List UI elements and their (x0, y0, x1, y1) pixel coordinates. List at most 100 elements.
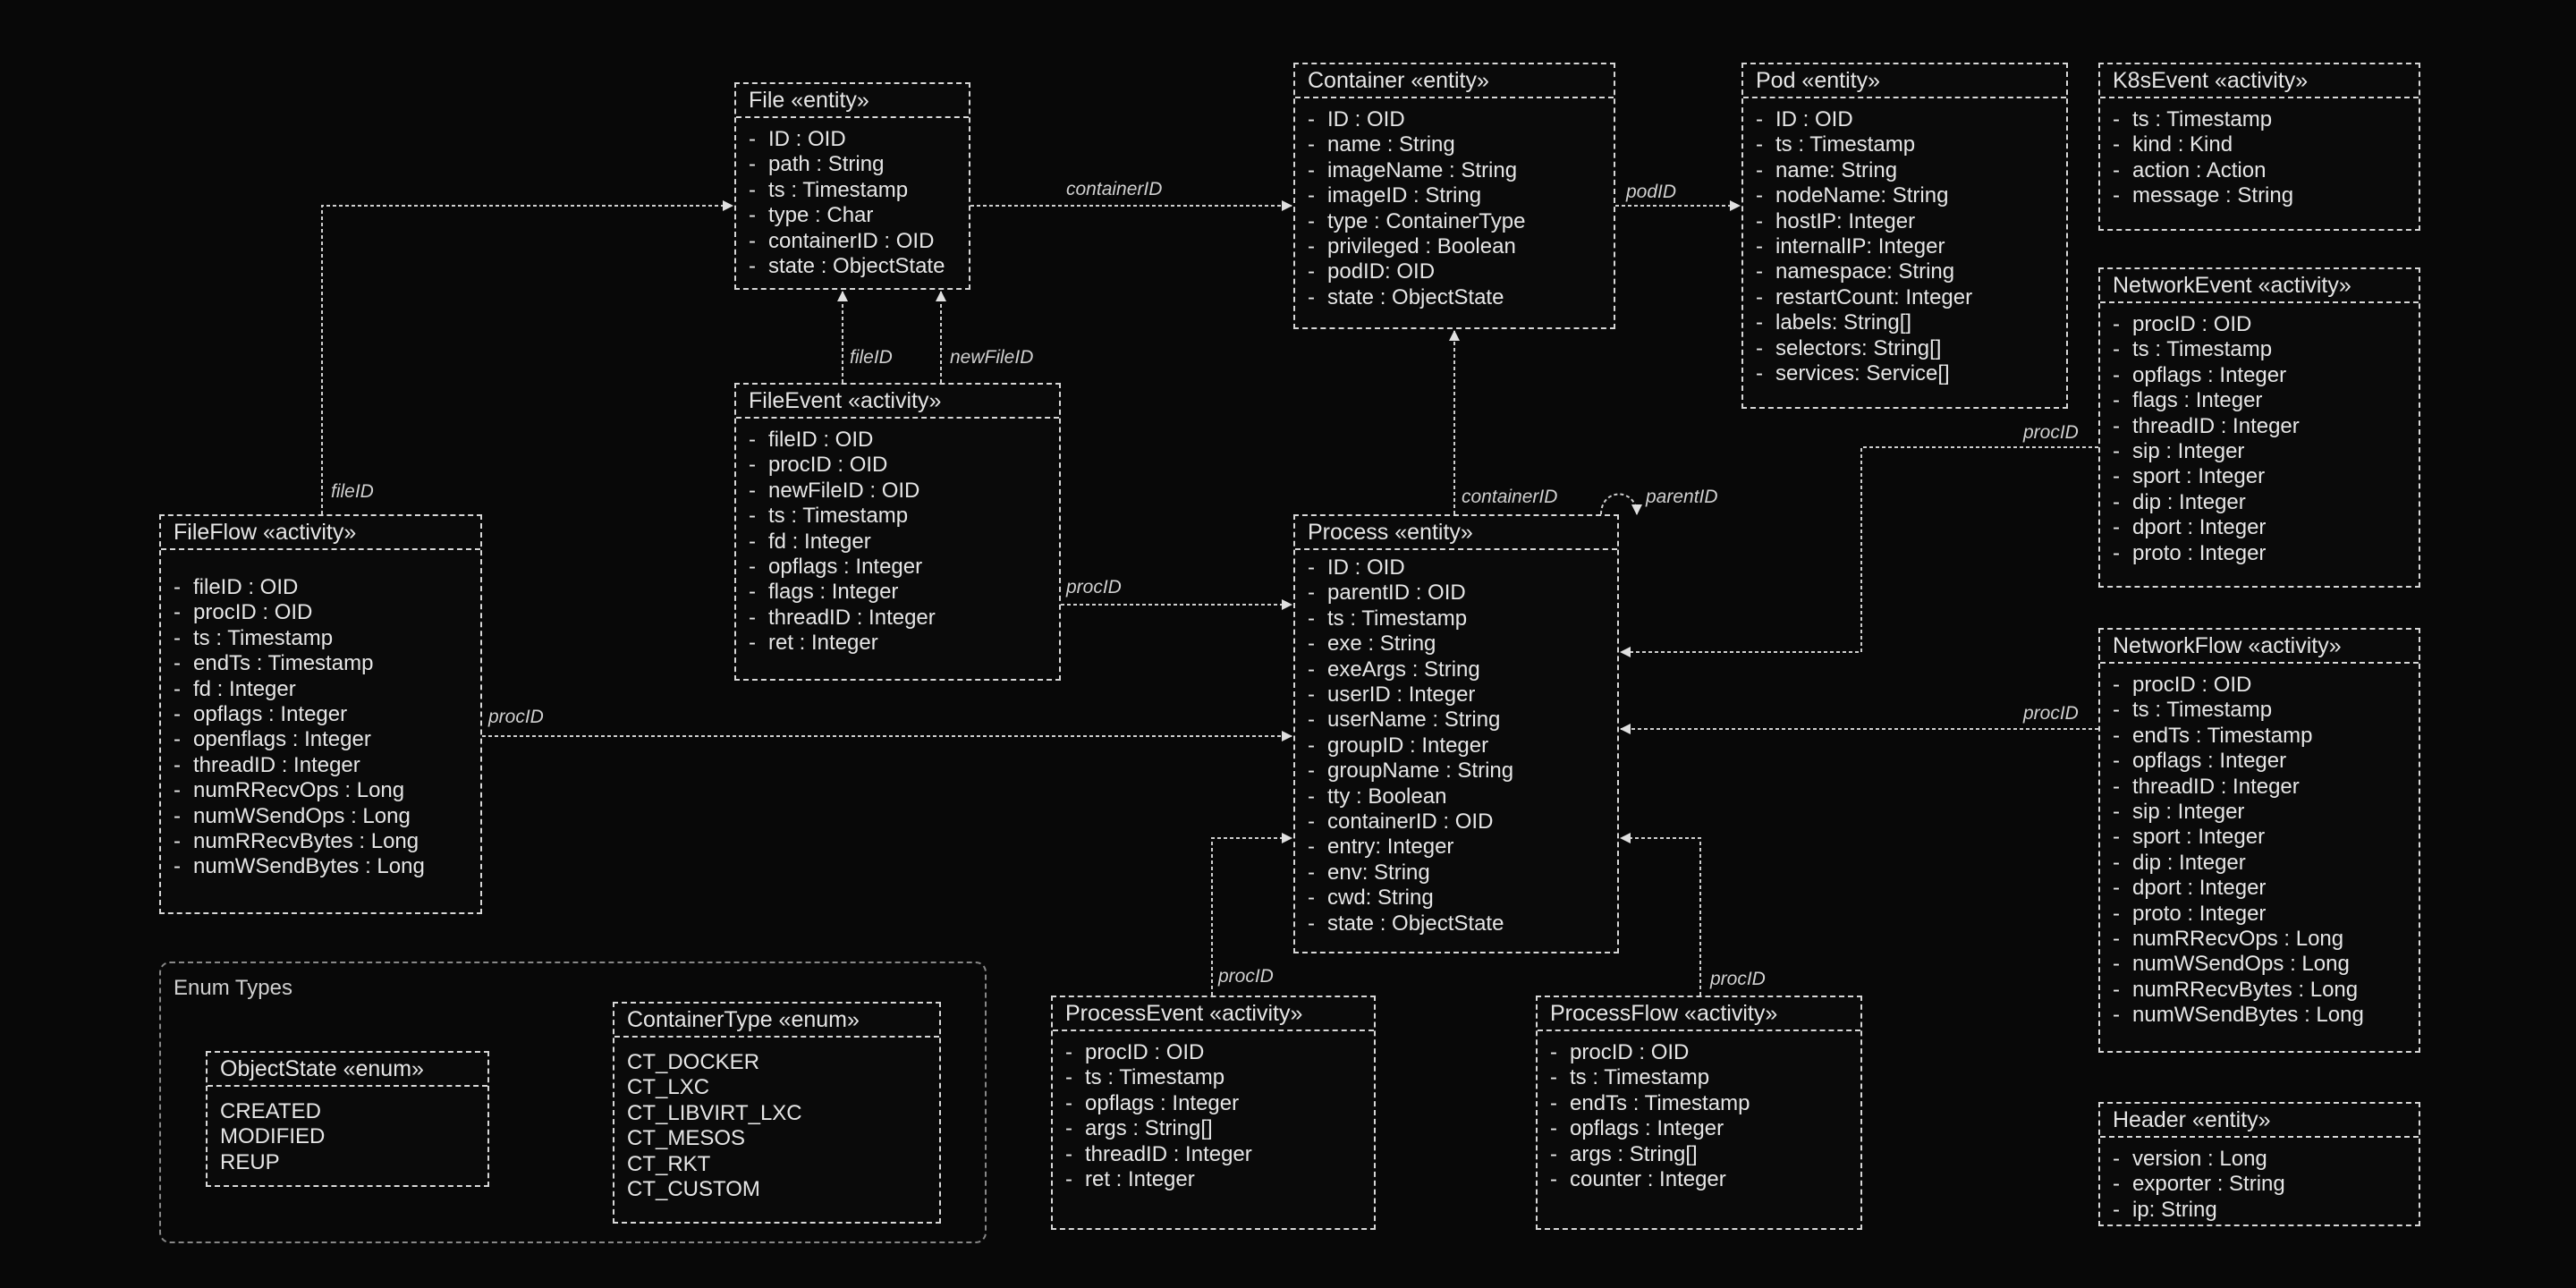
attribute-text: threadID : Integer (193, 752, 360, 777)
attribute-text: ID : OID (1775, 107, 1853, 131)
visibility-marker: - (1308, 860, 1315, 885)
visibility-marker: - (2113, 413, 2120, 438)
attribute-list: -fileID : OID-procID : OID-ts : Timestam… (161, 550, 480, 880)
class-fileflow[interactable]: FileFlow «activity»-fileID : OID-procID … (159, 514, 482, 914)
attribute: -ip: String (2113, 1198, 2419, 1223)
attribute-text: flags : Integer (2132, 388, 2263, 413)
visibility-marker: - (2113, 107, 2120, 131)
attribute: -type : ContainerType (1308, 209, 1614, 234)
attribute-text: containerID : OID (1327, 809, 1494, 835)
attribute-text: ts : Timestamp (768, 177, 909, 202)
class-pod[interactable]: Pod «entity»-ID : OID-ts : Timestamp-nam… (1741, 63, 2068, 409)
attribute-text: groupName : String (1327, 758, 1514, 784)
attribute-text: opflags : Integer (193, 702, 348, 727)
class-title: Header «entity» (2100, 1104, 2419, 1138)
attribute-text: sip : Integer (2132, 439, 2245, 464)
edge-processflow-process (1620, 833, 1701, 996)
attribute: -services: Service[] (1756, 361, 2066, 386)
class-file[interactable]: File «entity»-ID : OID-path : String-ts … (734, 82, 970, 290)
attribute: -userName : String (1308, 708, 1617, 733)
class-fileevent[interactable]: FileEvent «activity»-fileID : OID-procID… (734, 383, 1061, 681)
class-networkflow[interactable]: NetworkFlow «activity»-procID : OID-ts :… (2098, 628, 2420, 1053)
class-processevent[interactable]: ProcessEvent «activity»-procID : OID-ts … (1051, 996, 1376, 1230)
class-networkevent[interactable]: NetworkEvent «activity»-procID : OID-ts … (2098, 267, 2420, 588)
class-processflow[interactable]: ProcessFlow «activity»-procID : OID-ts :… (1536, 996, 1862, 1230)
attribute-text: ts : Timestamp (1327, 606, 1468, 631)
attribute: -numRRecvOps : Long (174, 778, 480, 803)
attribute-text: ID : OID (768, 127, 846, 151)
visibility-marker: - (749, 580, 756, 605)
visibility-marker: - (174, 727, 181, 752)
visibility-marker: - (2113, 540, 2120, 565)
attribute-text: ret : Integer (768, 631, 878, 656)
attribute: -newFileID : OID (749, 479, 1059, 504)
attribute-text: imageID : String (1327, 183, 1482, 208)
visibility-marker: - (1756, 107, 1763, 131)
attribute: -name: String (1756, 158, 2066, 183)
attribute-text: procID : OID (193, 600, 313, 625)
visibility-marker: - (2113, 952, 2120, 977)
edge-label-process-parent: parentID (1646, 487, 1718, 507)
attribute-text: threadID : Integer (768, 605, 936, 630)
attribute: -userID : Integer (1308, 682, 1617, 708)
visibility-marker: - (1308, 208, 1315, 233)
class-header[interactable]: Header «entity»-version : Long-exporter … (2098, 1102, 2420, 1226)
visibility-marker: - (1308, 132, 1315, 157)
literal-text: CT_RKT (627, 1151, 711, 1176)
visibility-marker: - (1756, 208, 1763, 233)
attribute: -opflags : Integer (2113, 363, 2419, 388)
visibility-marker: - (749, 453, 756, 478)
attribute: -ts : Timestamp (749, 504, 1059, 529)
attribute-text: action : Action (2132, 157, 2267, 182)
attribute-text: state : ObjectState (768, 254, 945, 279)
edge-label-networkflow-process: procID (2023, 703, 2079, 724)
attribute-text: tty : Boolean (1327, 784, 1447, 809)
attribute: -exporter : String (2113, 1172, 2419, 1197)
attribute-list: -procID : OID-ts : Timestamp-endTs : Tim… (1538, 1031, 1860, 1192)
attribute: -imageID : String (1308, 183, 1614, 208)
visibility-marker: - (1550, 1090, 1557, 1115)
attribute-text: proto : Integer (2132, 901, 2267, 926)
visibility-marker: - (1308, 259, 1315, 284)
attribute: -message : String (2113, 183, 2419, 208)
visibility-marker: - (2113, 362, 2120, 387)
class-title: NetworkEvent «activity» (2100, 269, 2419, 303)
visibility-marker: - (2113, 1172, 2120, 1197)
attribute: -dport : Integer (2113, 876, 2419, 901)
attribute-text: ts : Timestamp (768, 504, 909, 529)
literal-text: CT_LXC (627, 1075, 710, 1100)
attribute-text: numWSendBytes : Long (2132, 1003, 2364, 1028)
visibility-marker: - (2113, 312, 2120, 336)
attribute-text: sip : Integer (2132, 800, 2245, 825)
visibility-marker: - (2113, 723, 2120, 748)
visibility-marker: - (1308, 758, 1315, 784)
visibility-marker: - (1065, 1167, 1072, 1192)
visibility-marker: - (2113, 157, 2120, 182)
attribute-text: restartCount: Integer (1775, 284, 1973, 309)
visibility-marker: - (1308, 733, 1315, 758)
class-process[interactable]: Process «entity»-ID : OID-parentID : OID… (1293, 514, 1619, 953)
visibility-marker: - (174, 702, 181, 727)
visibility-marker: - (2113, 800, 2120, 825)
visibility-marker: - (1308, 682, 1315, 708)
attribute-list: -ID : OID-ts : Timestamp-name: String-no… (1743, 98, 2066, 386)
attribute-text: ts : Timestamp (2132, 698, 2273, 723)
visibility-marker: - (1065, 1065, 1072, 1090)
attribute: -ID : OID (1756, 107, 2066, 132)
visibility-marker: - (749, 478, 756, 503)
visibility-marker: - (174, 676, 181, 701)
class-k8sevent[interactable]: K8sEvent «activity»-ts : Timestamp-kind … (2098, 63, 2420, 231)
class-title: ContainerType «enum» (614, 1004, 939, 1038)
class-container[interactable]: Container «entity»-ID : OID-name : Strin… (1293, 63, 1615, 329)
attribute: -podID: OID (1308, 259, 1614, 284)
attribute: -cwd: String (1308, 886, 1617, 911)
edge-label-processevent-process: procID (1218, 966, 1274, 987)
literal-text: CT_MESOS (627, 1126, 746, 1151)
attribute-list: -ID : OID-name : String-imageName : Stri… (1295, 98, 1614, 310)
attribute-text: opflags : Integer (2132, 749, 2287, 774)
visibility-marker: - (174, 651, 181, 676)
